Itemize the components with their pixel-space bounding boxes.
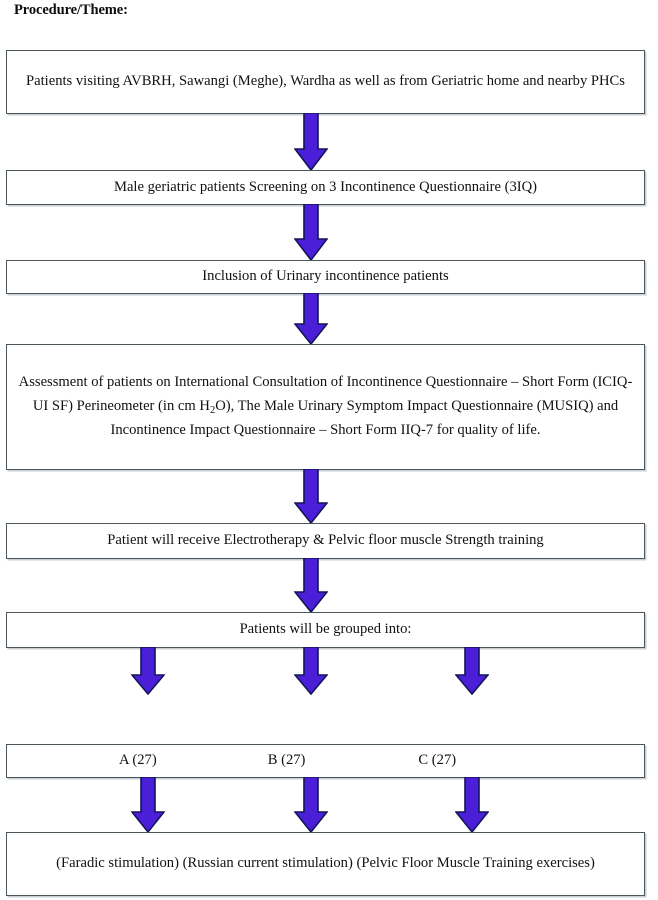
down-arrow-icon xyxy=(294,647,328,695)
group-label-a: A (27) xyxy=(119,752,157,769)
flow-box-interventions-text: (Faradic stimulation) (Russian current s… xyxy=(56,855,595,872)
assessment-text-part-2: O), The Male Urinary Symptom Impact Ques… xyxy=(110,398,619,438)
assessment-text-part-1: Assessment of patients on International … xyxy=(18,374,633,415)
flow-box-grouping: Patients will be grouped into: xyxy=(6,612,645,648)
down-arrow-icon xyxy=(294,113,328,171)
down-arrow-icon xyxy=(294,558,328,613)
flow-box-screening: Male geriatric patients Screening on 3 I… xyxy=(6,170,645,205)
flow-box-interventions: (Faradic stimulation) (Russian current s… xyxy=(6,832,645,896)
flow-box-inclusion: Inclusion of Urinary incontinence patien… xyxy=(6,260,645,294)
flow-box-assessment: Assessment of patients on International … xyxy=(6,344,645,470)
group-label-b: B (27) xyxy=(267,752,306,769)
down-arrow-icon xyxy=(294,469,328,524)
down-arrow-icon xyxy=(294,204,328,261)
down-arrow-icon xyxy=(131,777,165,833)
down-arrow-icon xyxy=(131,647,165,695)
flow-box-assessment-text: Assessment of patients on International … xyxy=(7,371,644,442)
groups-row: A (27) B (27) C (27) xyxy=(7,749,644,773)
assessment-subscript: 2 xyxy=(209,404,216,416)
down-arrow-icon xyxy=(294,777,328,833)
flow-box-grouping-text: Patients will be grouped into: xyxy=(239,621,412,638)
page-title: Procedure/Theme: xyxy=(14,2,128,18)
group-label-c: C (27) xyxy=(418,752,457,769)
down-arrow-icon xyxy=(455,647,489,695)
down-arrow-icon xyxy=(294,293,328,345)
flow-box-intervention-text: Patient will receive Electrotherapy & Pe… xyxy=(107,532,544,549)
flow-box-recruitment-text: Patients visiting AVBRH, Sawangi (Meghe)… xyxy=(26,73,625,90)
flow-box-inclusion-text: Inclusion of Urinary incontinence patien… xyxy=(202,268,449,285)
flow-box-intervention: Patient will receive Electrotherapy & Pe… xyxy=(6,523,645,559)
flow-box-screening-text: Male geriatric patients Screening on 3 I… xyxy=(113,178,538,195)
flow-box-groups: A (27) B (27) C (27) xyxy=(6,744,645,778)
flow-box-recruitment: Patients visiting AVBRH, Sawangi (Meghe)… xyxy=(6,50,645,114)
down-arrow-icon xyxy=(455,777,489,833)
